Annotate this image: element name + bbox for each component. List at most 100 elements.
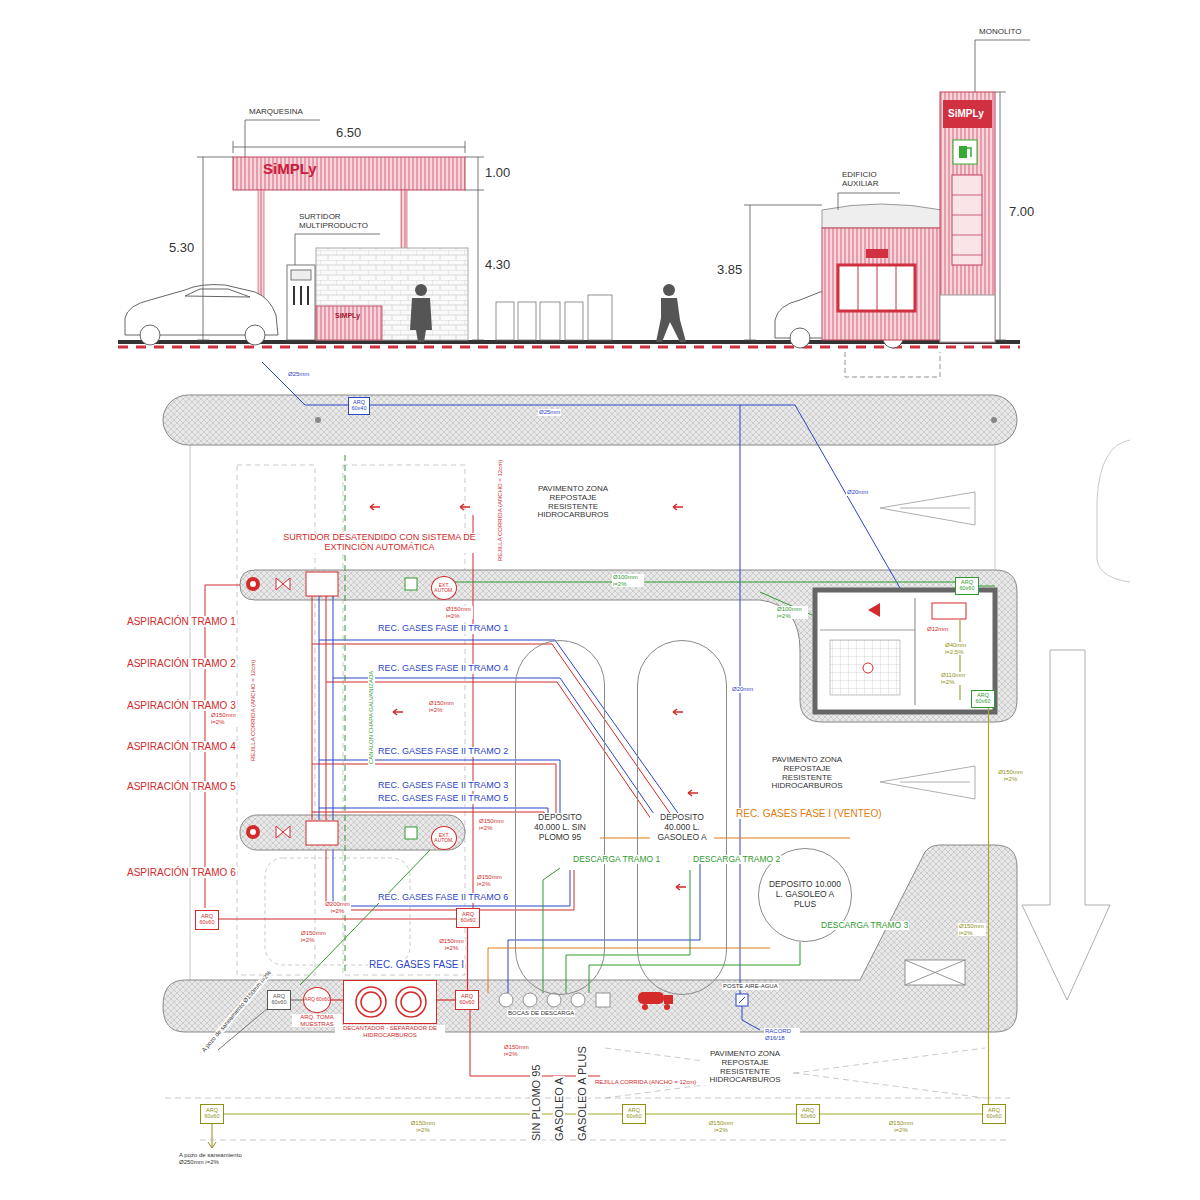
pipe-size: Ø150mm i=2% bbox=[998, 769, 1024, 782]
flow-arrow bbox=[460, 504, 470, 510]
bins bbox=[565, 302, 583, 340]
part-name: EDIFICIO AUXILIAR bbox=[841, 171, 901, 189]
bins bbox=[588, 295, 612, 340]
box-label: ARQ 60x60 bbox=[201, 1108, 223, 1120]
sewer-pipe bbox=[208, 1124, 216, 1148]
pipe-connector bbox=[820, 1113, 982, 1114]
pipe-connector bbox=[291, 999, 303, 1000]
pipe-size: Ø150mm i=2% bbox=[503, 1044, 531, 1057]
air-water-post bbox=[736, 994, 748, 1006]
vapour-pipe bbox=[508, 860, 700, 993]
monolith bbox=[952, 175, 982, 265]
pipe-size: Ø20mm bbox=[731, 686, 754, 693]
box-label: EXT. AUTOM. bbox=[432, 583, 456, 594]
pump-island-symbols bbox=[246, 417, 997, 845]
pipe-size: Ø12mm bbox=[926, 626, 949, 633]
pipe-size: Ø150mm i=2% bbox=[300, 930, 328, 943]
pipe-connector bbox=[219, 918, 456, 919]
suction-pipe bbox=[326, 850, 574, 910]
pump-island-symbols bbox=[306, 821, 338, 845]
box-label: ARQ 60x60 bbox=[972, 693, 994, 705]
auxiliary-building bbox=[822, 204, 942, 228]
discharge-pipe bbox=[589, 942, 800, 993]
person bbox=[410, 298, 432, 342]
extinguisher: EXT. AUTOM. bbox=[431, 576, 457, 600]
pump-island-symbols bbox=[250, 829, 256, 835]
vapour-pipe bbox=[319, 596, 700, 993]
pump-island-symbols bbox=[246, 825, 260, 839]
building-plan bbox=[960, 620, 961, 700]
manhole-box: ARQ 60x60 bbox=[455, 990, 479, 1010]
ground-line bbox=[118, 340, 1020, 377]
water-pipe bbox=[742, 1006, 760, 1030]
brick-wall bbox=[316, 248, 468, 340]
bins bbox=[518, 302, 536, 340]
site-boundary bbox=[165, 440, 1130, 1140]
pump-island-symbols bbox=[405, 578, 417, 590]
drain-note: REJILLA CORRIDA (ANCHO = 12cm) bbox=[250, 659, 257, 762]
part-name: MONOLITO bbox=[978, 28, 1023, 37]
pump-island-symbols bbox=[276, 578, 290, 590]
island bbox=[163, 395, 1017, 445]
car bbox=[245, 325, 265, 345]
pipe-run: REC. GASES FASE II TRAMO 1 bbox=[377, 624, 509, 634]
flow-arrow bbox=[673, 709, 683, 715]
part-name: BOCAS DE DESCARGA bbox=[507, 1010, 575, 1017]
box-label: ARQ 60x60 bbox=[457, 912, 479, 924]
monolith bbox=[959, 146, 967, 158]
pipe-run: REC. GASES FASE II TRAMO 2 bbox=[377, 747, 509, 757]
brand-logo: SiMPLy bbox=[947, 108, 985, 119]
dimension: 7.00 bbox=[1008, 205, 1035, 219]
vapour-pipe bbox=[333, 678, 665, 830]
flow-arrow bbox=[673, 504, 683, 510]
manhole-box: ARQ 60x60 bbox=[971, 690, 995, 708]
pump-island-symbols bbox=[315, 417, 321, 423]
person bbox=[663, 284, 675, 296]
building-plan bbox=[868, 603, 880, 617]
auxiliary-building bbox=[822, 204, 942, 340]
pipe-run: REC. GASES FASE II TRAMO 6 bbox=[377, 893, 509, 903]
dispenser bbox=[294, 286, 308, 305]
part-name: RACORD Ø16/18 bbox=[764, 1028, 800, 1041]
pump-island-symbols bbox=[405, 827, 417, 839]
pipe-run: REC. GASES FASE II TRAMO 5 bbox=[377, 794, 509, 804]
pipe-run: DESCARGA TRAMO 2 bbox=[692, 855, 781, 864]
vapour-pipe bbox=[319, 808, 548, 830]
fuel-name: SIN PLOMO 95 bbox=[530, 1064, 542, 1142]
island bbox=[163, 395, 1017, 1032]
tanker-symbol bbox=[664, 995, 673, 1004]
separator-chamber bbox=[401, 992, 421, 1012]
dispenser bbox=[287, 265, 315, 340]
sewer-note: A pozo de saneamiento Ø150mm i=2% bbox=[200, 969, 273, 1055]
monolith bbox=[940, 92, 995, 342]
site-boundary bbox=[1097, 440, 1130, 582]
pump-island-symbols bbox=[991, 417, 997, 423]
site-boundary bbox=[265, 858, 410, 965]
brand-logo: SiMPLy bbox=[262, 161, 318, 178]
auxiliary-building bbox=[838, 265, 915, 311]
tanker-symbol bbox=[638, 992, 673, 1010]
pump-note: SURTIDOR DESATENDIDO CON SISTEMA DE EXTI… bbox=[276, 533, 483, 553]
manhole-box: ARQ 60x60 bbox=[200, 1104, 224, 1124]
box-label: DEPOSITO 10.000 L. GASOLEO A PLUS bbox=[766, 880, 844, 909]
car bbox=[140, 325, 160, 345]
dimension: 6.50 bbox=[335, 126, 362, 140]
person bbox=[415, 284, 427, 296]
drain-note: REJILLA CORRIDA (ANCHO = 12cm) bbox=[594, 1079, 697, 1086]
ground-line bbox=[118, 346, 1020, 349]
building-plan bbox=[830, 640, 900, 695]
canopy bbox=[233, 157, 465, 190]
sewer-note: A pozo de saneamiento Ø250mm i=2% bbox=[178, 1152, 252, 1165]
car bbox=[790, 328, 810, 348]
traffic-arrow bbox=[880, 766, 975, 799]
dispenser bbox=[287, 265, 382, 340]
person bbox=[656, 298, 686, 342]
pipe-connector bbox=[988, 708, 989, 1104]
tanker-symbol bbox=[638, 992, 664, 1004]
dimension-line bbox=[295, 234, 380, 265]
pipe-connector bbox=[646, 1113, 796, 1114]
drain-note: REJILLA CORRIDA (ANCHO = 12cm) bbox=[497, 459, 504, 562]
part-name: POSTE AIRE-AGUA bbox=[722, 983, 779, 990]
